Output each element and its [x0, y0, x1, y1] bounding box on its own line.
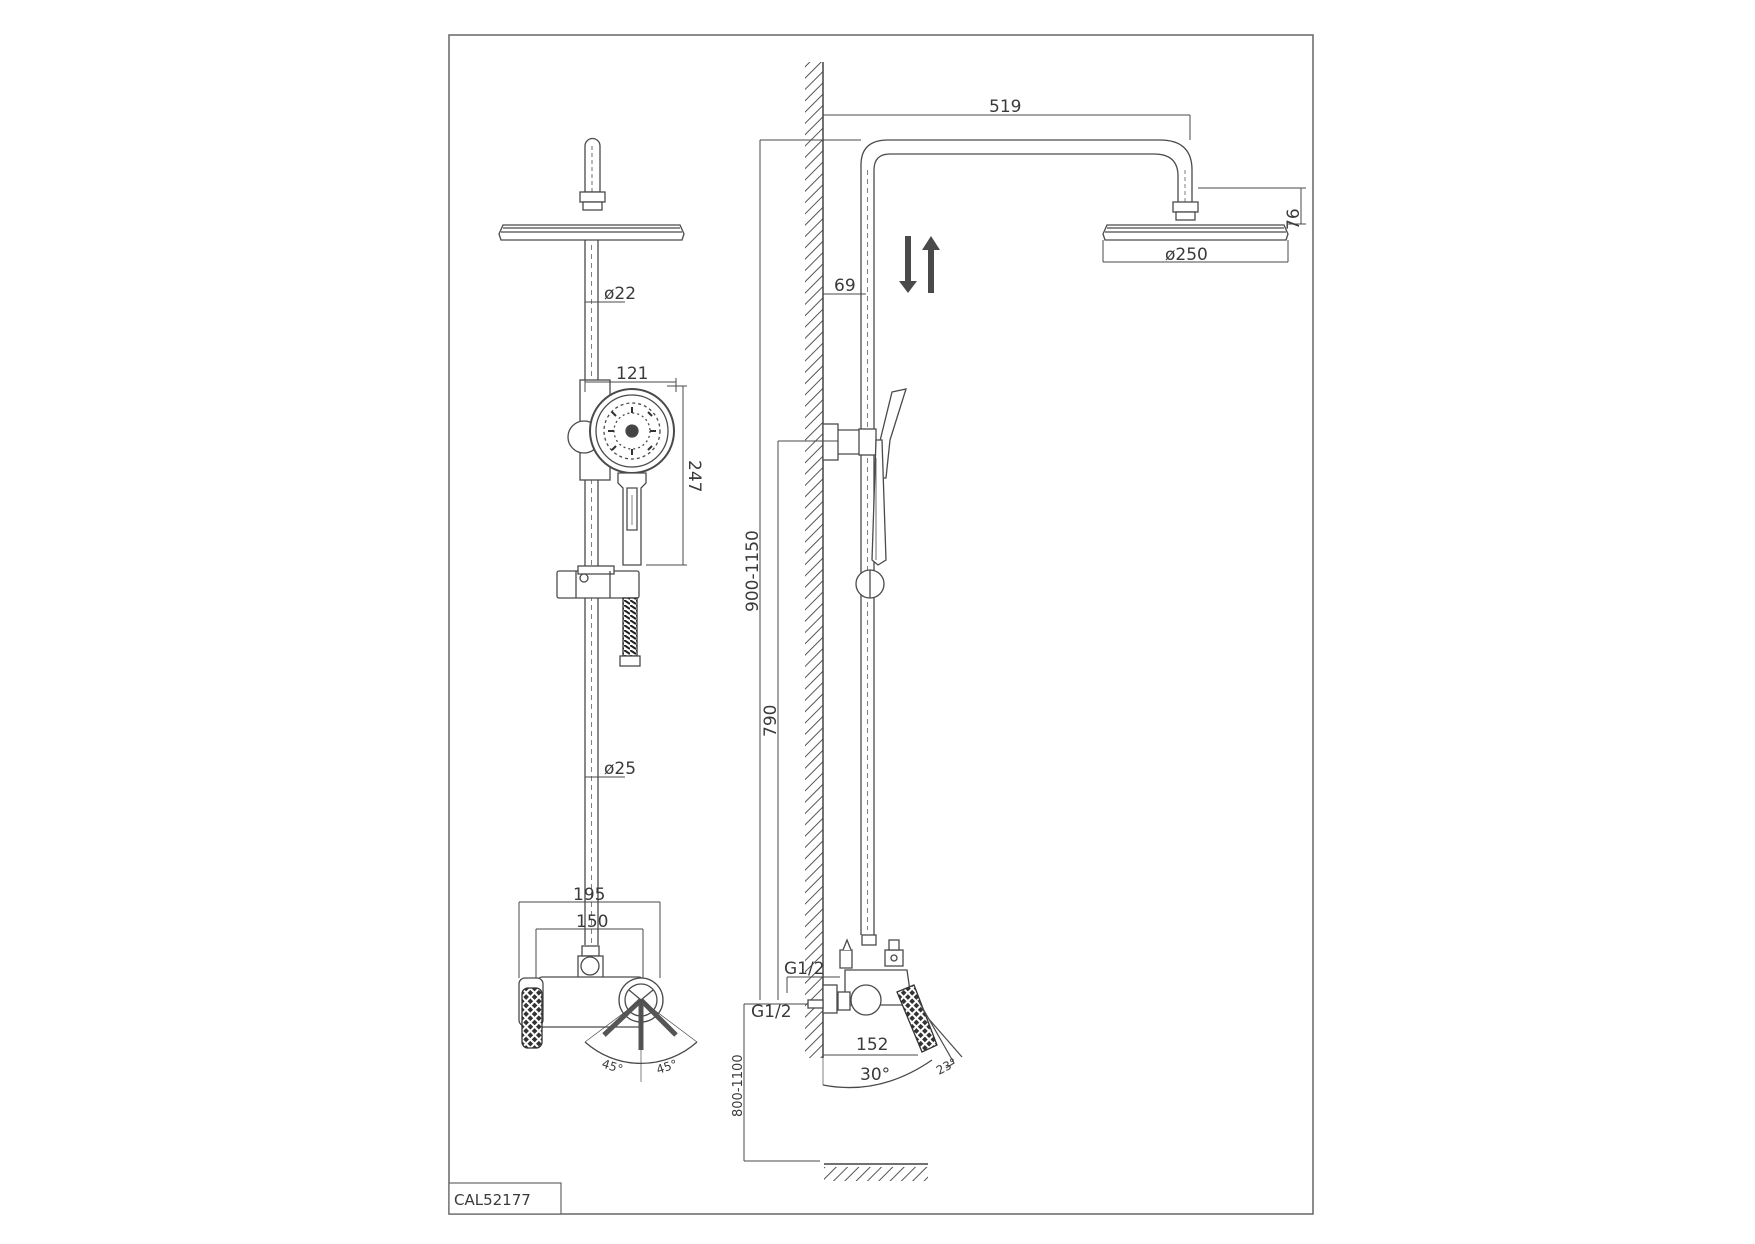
title-block: CAL52177: [448, 1182, 562, 1215]
side-riser-outer: [860, 139, 1193, 935]
dim-handle-angle-right: 45°: [655, 1057, 680, 1077]
wall-hatch: [805, 62, 823, 1058]
arrow-down-icon: [899, 236, 917, 293]
dim-handle-angle-left: 45°: [600, 1057, 625, 1077]
dim-rail-dia-bottom: ø25: [604, 759, 636, 779]
dim-mount-height: 800-1100: [731, 1054, 746, 1117]
dim-wall-offset: 69: [834, 276, 856, 296]
dim-tilt-angle: 30°: [860, 1065, 890, 1085]
arrow-up-icon: [922, 236, 940, 293]
side-tilt-arc: [822, 1059, 933, 1089]
front-view: [498, 137, 698, 1082]
front-diverter-stem: [581, 945, 600, 957]
dim-hand-shower-width: 121: [616, 364, 648, 384]
front-dimensions: [518, 301, 687, 978]
dim-mixer-outer-width: 195: [573, 885, 605, 905]
shower-hose: [622, 597, 638, 657]
dim-hand-shower-length: 247: [684, 460, 704, 492]
side-dimensions: [743, 114, 1306, 1162]
side-wall-bracket: [822, 423, 839, 461]
side-dimension-labels: 519 76 ø250 69 900-1150 790 G1/2 G1/2 15…: [731, 97, 1304, 1117]
side-diverter: [884, 949, 904, 967]
front-top-elbow: [584, 137, 601, 193]
front-head-connector: [579, 191, 606, 203]
front-slider: [556, 570, 640, 599]
height-adjust-arrows: [899, 236, 940, 293]
dim-mixer-projection: 152: [856, 1035, 888, 1055]
side-riser-inner: [873, 153, 1179, 935]
dim-bracket-height: 790: [761, 705, 781, 737]
dim-rail-dia-top: ø22: [604, 284, 636, 304]
front-dimension-labels: ø22 ø25 121 247 195 150 45° 45°: [573, 284, 704, 1077]
sheet-border: [448, 34, 1314, 1215]
dim-inlet-thread-upper: G1/2: [784, 959, 825, 979]
model-code: CAL52177: [454, 1191, 531, 1209]
floor-hatch: [824, 1167, 928, 1181]
side-head-connector: [1172, 201, 1199, 213]
dim-arm-reach: 519: [989, 97, 1021, 117]
dim-head-diameter: ø250: [1165, 245, 1208, 265]
front-left-knurl-handle: [521, 987, 543, 1049]
side-view: [807, 139, 1289, 1089]
side-knurl-handle: [896, 984, 938, 1053]
dim-inlet-thread-lower: G1/2: [751, 1002, 792, 1022]
dim-riser-height: 900-1150: [743, 530, 763, 612]
dim-mixer-inner-width: 150: [576, 912, 608, 932]
dim-head-height: 76: [1284, 208, 1304, 230]
dim-handle-angle: 23°: [934, 1055, 959, 1077]
